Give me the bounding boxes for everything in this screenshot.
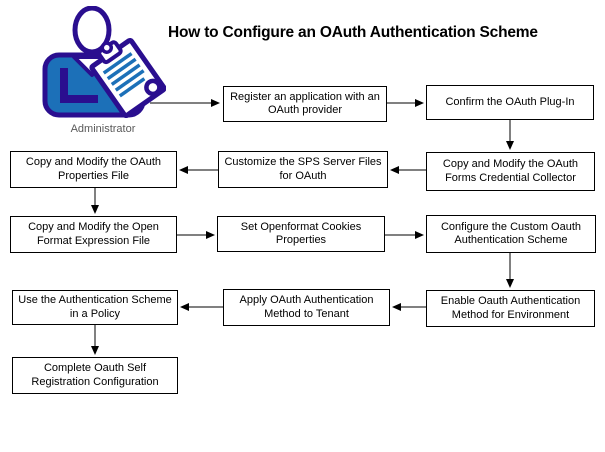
flow-node-apply-method-tenant: Apply OAuth Authentication Method to Ten… <box>223 289 390 326</box>
page-title: How to Configure an OAuth Authentication… <box>168 24 538 41</box>
flow-node-copy-modify-openformat: Copy and Modify the Open Format Expressi… <box>10 216 177 253</box>
clipboard-icon <box>89 37 166 119</box>
flow-node-confirm-plugin: Confirm the OAuth Plug-In <box>426 85 594 120</box>
flow-node-complete-self-registration: Complete Oauth Self Registration Configu… <box>12 357 178 394</box>
flow-node-copy-modify-properties: Copy and Modify the OAuth Properties Fil… <box>10 151 177 188</box>
administrator-icon <box>42 6 166 119</box>
flow-node-customize-sps: Customize the SPS Server Files for OAuth <box>218 151 388 188</box>
flow-node-enable-method-environment: Enable Oauth Authentication Method for E… <box>426 290 595 327</box>
administrator-label: Administrator <box>70 123 136 135</box>
flow-node-register-application: Register an application with an OAuth pr… <box>223 86 387 122</box>
flow-node-set-openformat-cookies: Set Openformat Cookies Properties <box>217 216 385 252</box>
flow-node-use-scheme-policy: Use the Authentication Scheme in a Polic… <box>12 290 178 325</box>
flow-node-copy-modify-fcc: Copy and Modify the OAuth Forms Credenti… <box>426 152 595 191</box>
flow-node-configure-custom-scheme: Configure the Custom Oauth Authenticatio… <box>426 215 596 253</box>
